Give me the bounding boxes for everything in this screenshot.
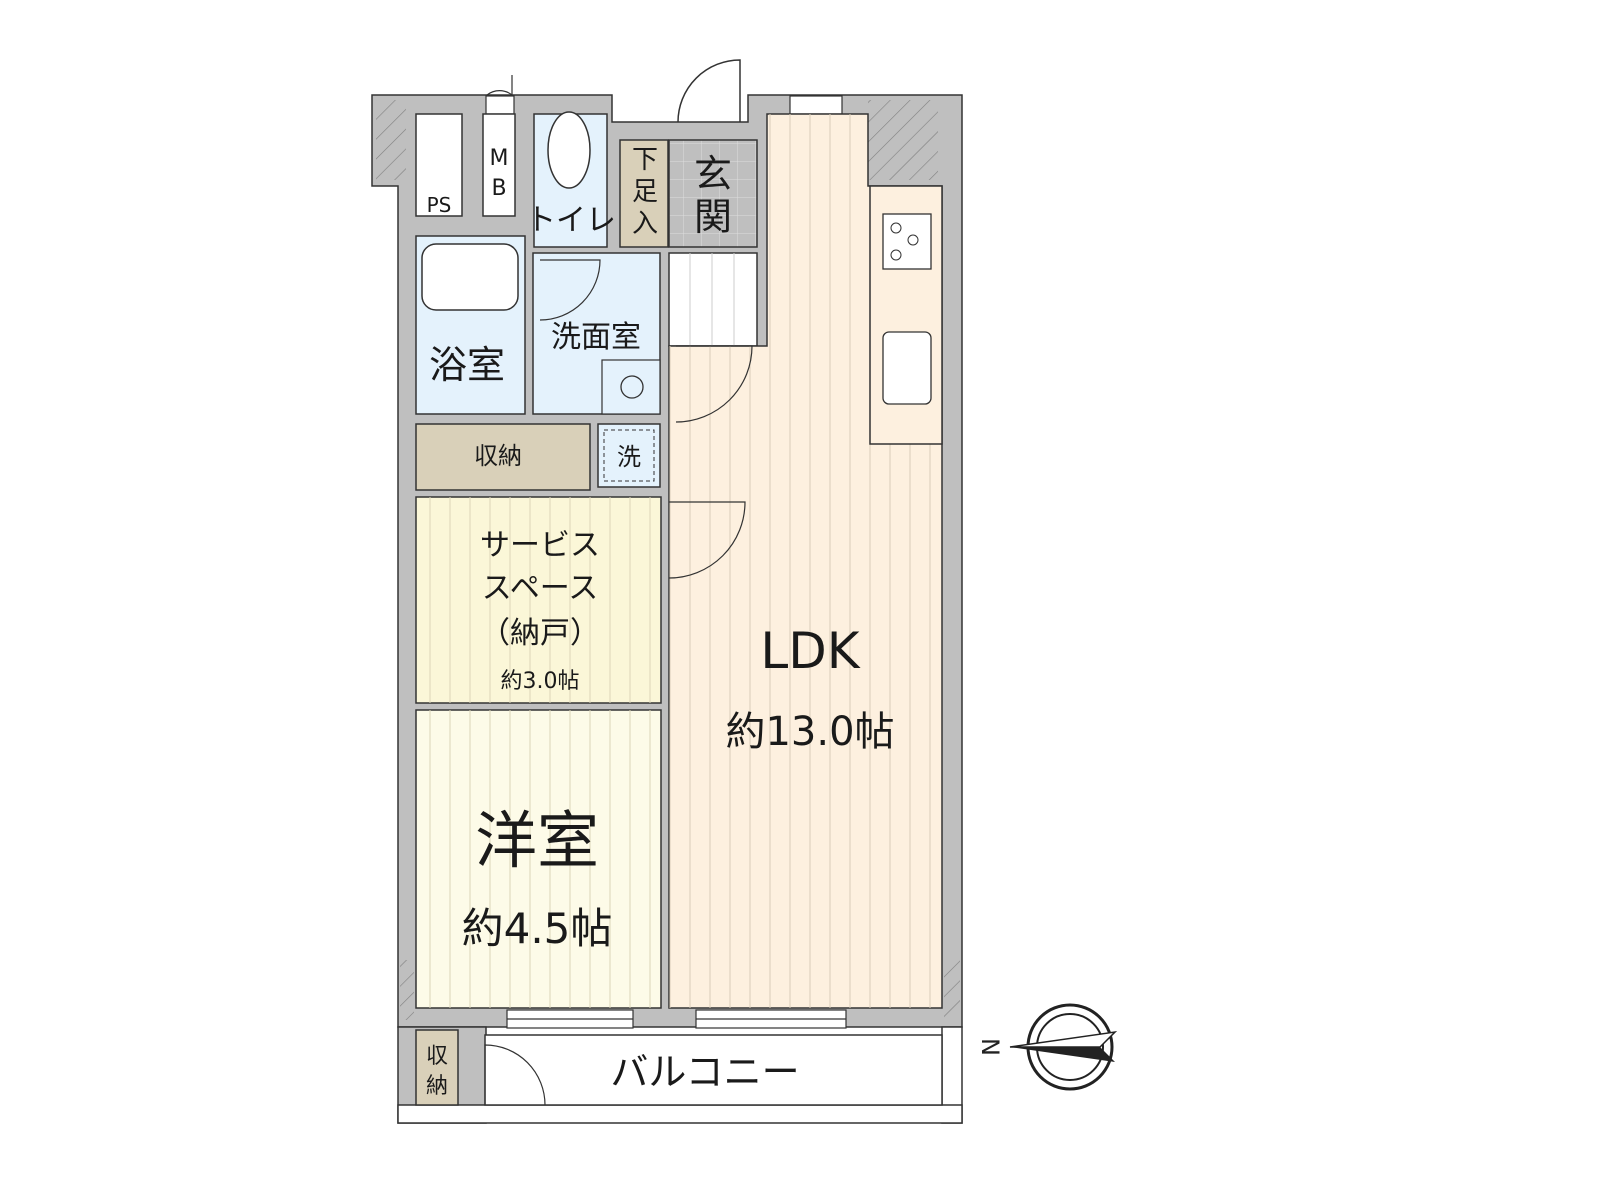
mb-label-m: M — [490, 146, 509, 171]
compass-icon: N — [976, 1003, 1118, 1091]
balcony-storage-door[interactable] — [484, 1044, 546, 1106]
washer-label: 洗 — [617, 443, 641, 471]
storage-label: 収納 — [474, 442, 522, 470]
bathtub-icon — [421, 243, 519, 311]
service-space-size: 約3.0帖 — [501, 669, 580, 694]
hallway — [668, 252, 758, 347]
meter-box — [482, 113, 516, 217]
storage-closet — [415, 423, 591, 491]
service-space-label-3: （納戸） — [480, 616, 600, 651]
balcony — [484, 1034, 943, 1106]
shoe-storage-label-1: 下 — [632, 145, 658, 175]
balcony-storage-label-2: 納 — [426, 1074, 448, 1099]
shoe-storage-label-3: 入 — [632, 209, 658, 239]
western-room-size: 約4.5帖 — [462, 904, 613, 953]
kitchen-sink-icon — [882, 331, 932, 405]
mb-label-b: B — [491, 176, 506, 201]
entrance — [668, 139, 758, 248]
mb-door — [486, 75, 513, 97]
balcony-storage-label-1: 収 — [426, 1044, 448, 1069]
toilet-icon — [547, 111, 591, 189]
entrance-door[interactable] — [677, 59, 741, 123]
service-door[interactable] — [668, 501, 746, 579]
bathroom-label: 浴室 — [429, 343, 505, 387]
western-room-label: 洋室 — [475, 804, 599, 877]
ldk-size: 約13.0帖 — [725, 709, 894, 755]
washroom-label: 洗面室 — [551, 320, 641, 355]
sink-icon — [601, 359, 661, 415]
toilet-label: トイレ — [526, 203, 616, 238]
balcony-storage — [415, 1029, 459, 1106]
shoe-storage-label-2: 足 — [632, 177, 658, 207]
shoe-storage — [619, 139, 669, 248]
washroom-door[interactable] — [539, 259, 601, 321]
ldk-label: LDK — [760, 622, 860, 680]
service-space-label-2: スペース — [482, 571, 598, 606]
ps-label: PS — [427, 193, 452, 217]
entrance-label-1: 玄 — [694, 152, 732, 196]
stove-icon — [882, 213, 932, 270]
washer-space — [597, 423, 661, 488]
ldk-door[interactable] — [675, 345, 753, 423]
service-space-label-1: サービス — [480, 528, 600, 563]
balcony-label: バルコニー — [610, 1050, 799, 1094]
windows — [485, 95, 847, 1029]
pipe-space — [415, 113, 463, 217]
compass-north-label: N — [976, 1038, 1004, 1056]
entrance-label-2: 関 — [694, 195, 732, 239]
